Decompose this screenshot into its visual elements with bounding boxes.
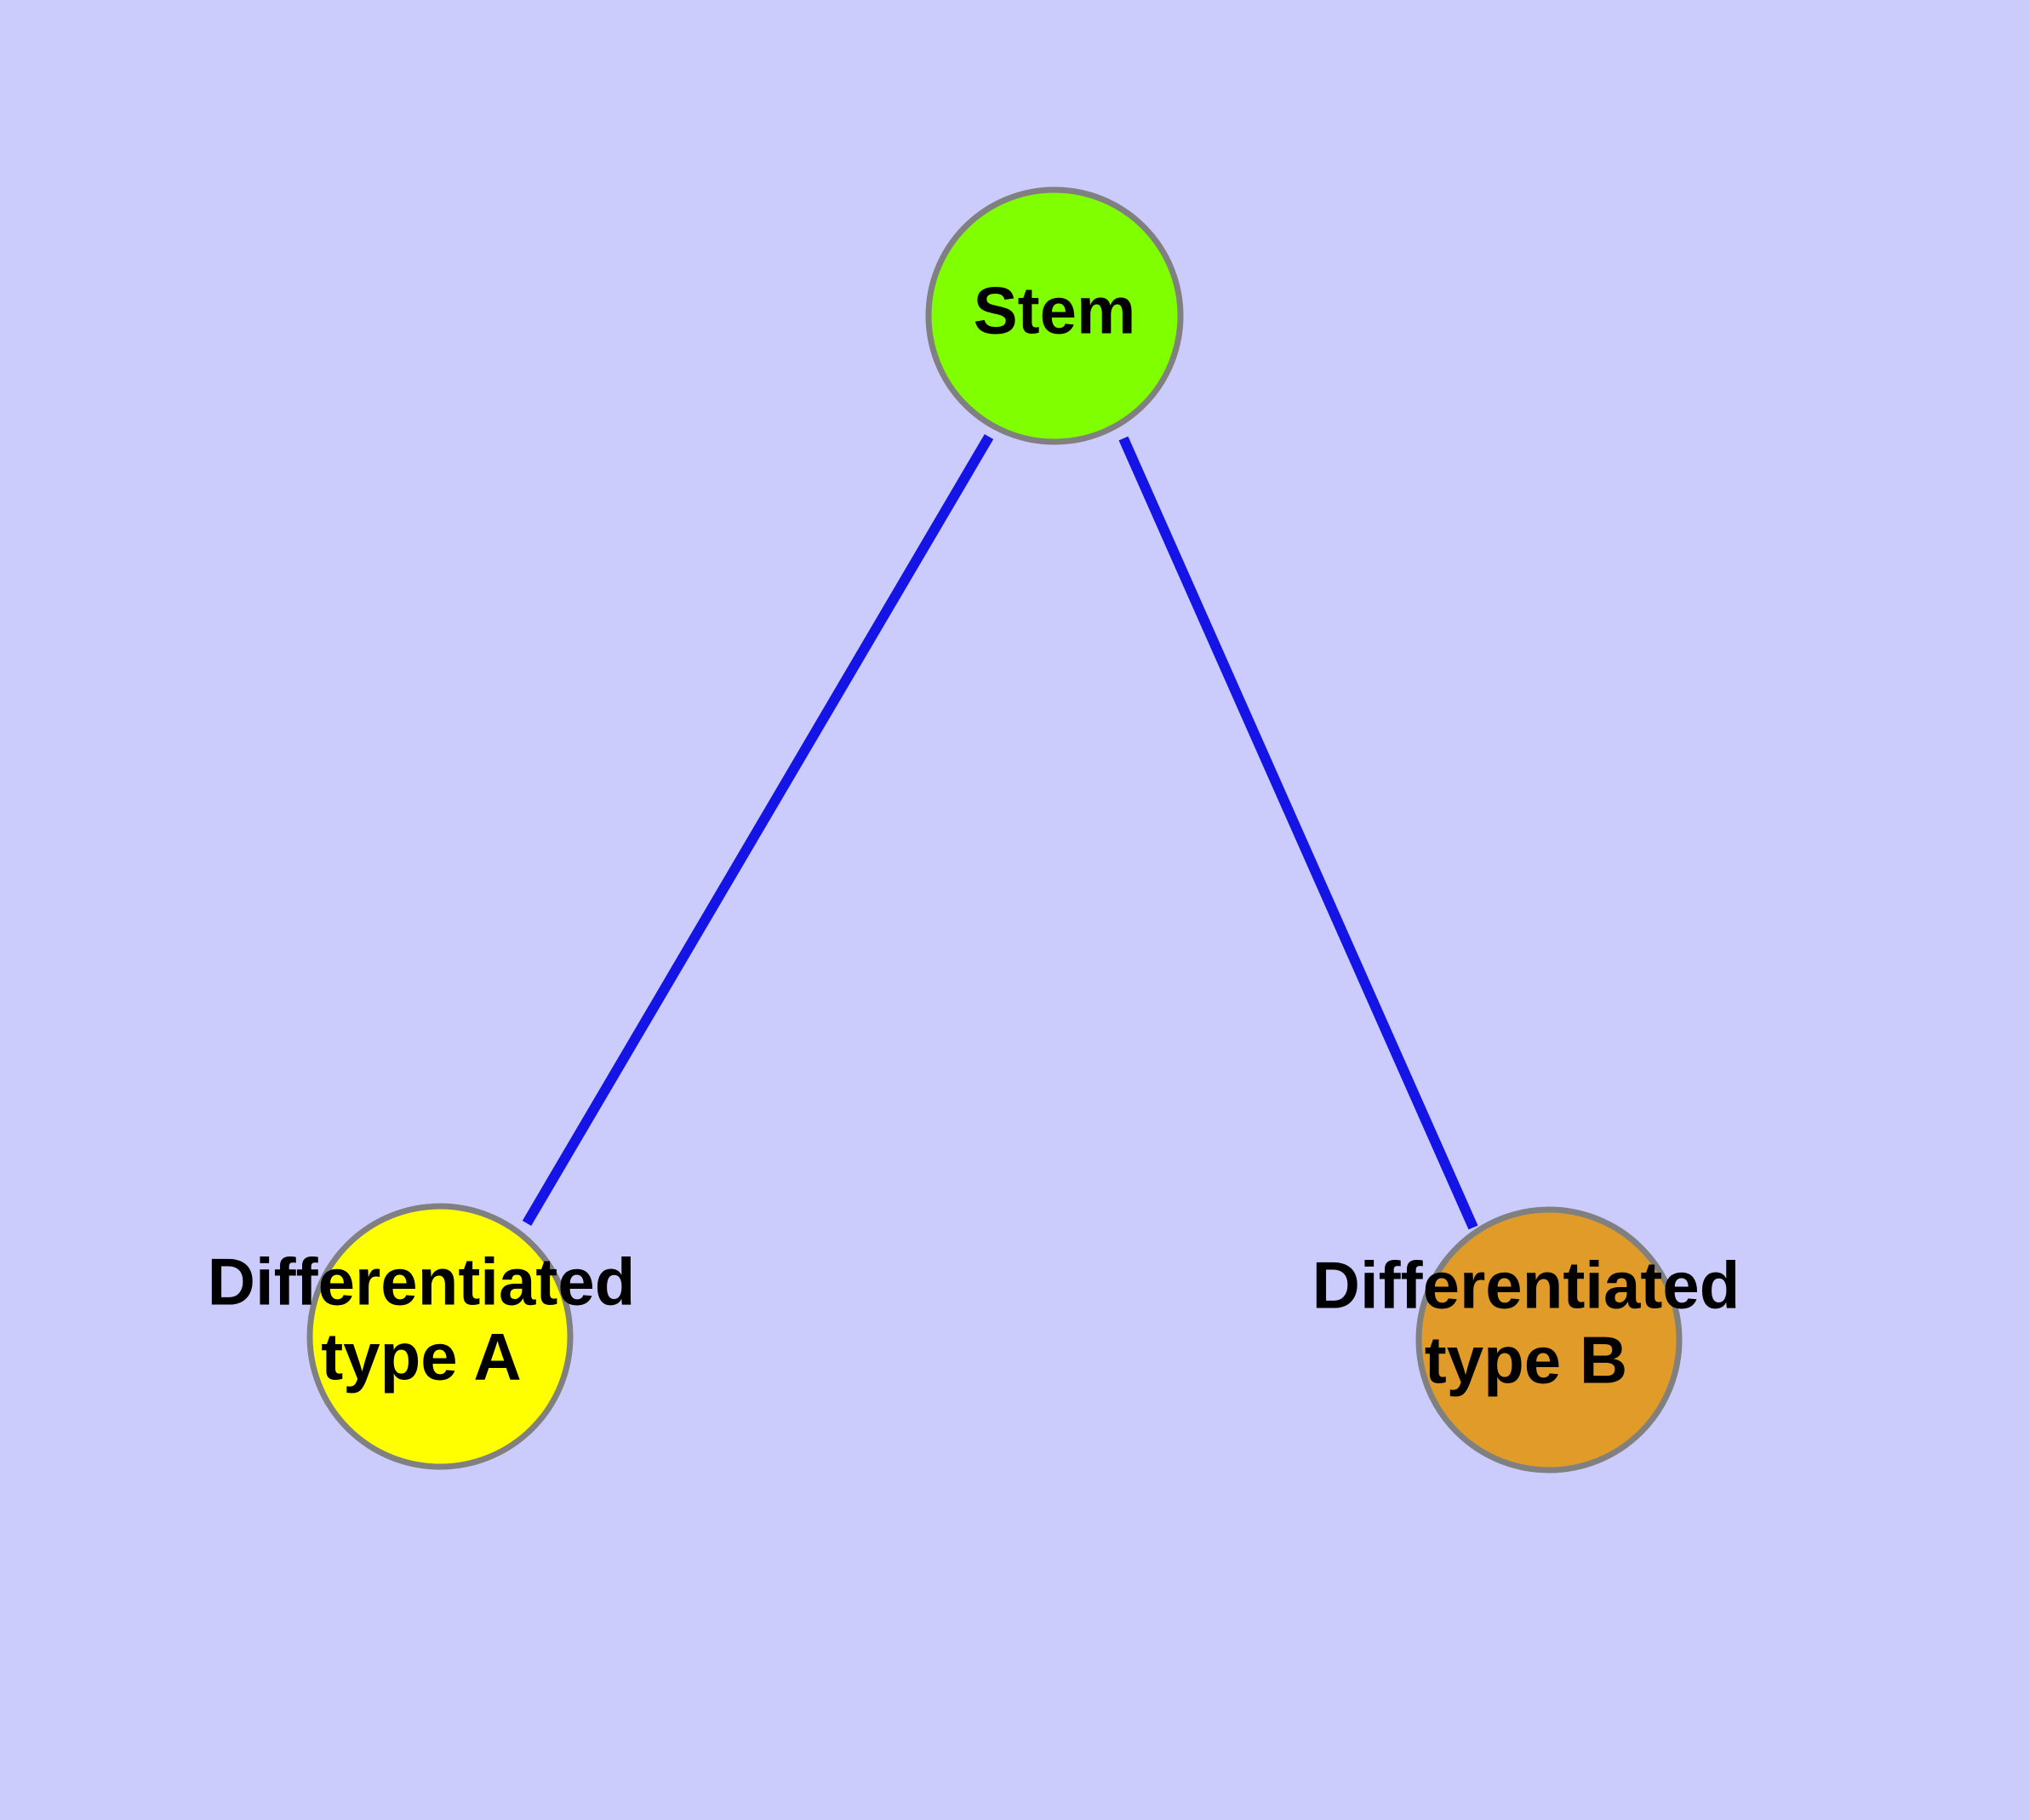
node-label-diff_a-line2: type A [321,1319,522,1394]
node-circle-diff_a[interactable] [306,1203,574,1470]
node-label-stem-line1: Stem [974,273,1136,348]
graph-edge[interactable] [522,433,994,1227]
edge-layer [522,433,1478,1230]
node-label-diff_b-line2: type B [1425,1323,1627,1398]
node-label-diff_a-line1: Differentiated [208,1245,636,1319]
node-circle-stem[interactable] [925,186,1184,445]
graph-edge[interactable] [1118,436,1478,1230]
node-circle-diff_b[interactable] [1415,1206,1683,1474]
node-label-diff_b-line1: Differentiated [1312,1248,1740,1323]
graph-node-stem[interactable]: Stem [925,186,1184,445]
